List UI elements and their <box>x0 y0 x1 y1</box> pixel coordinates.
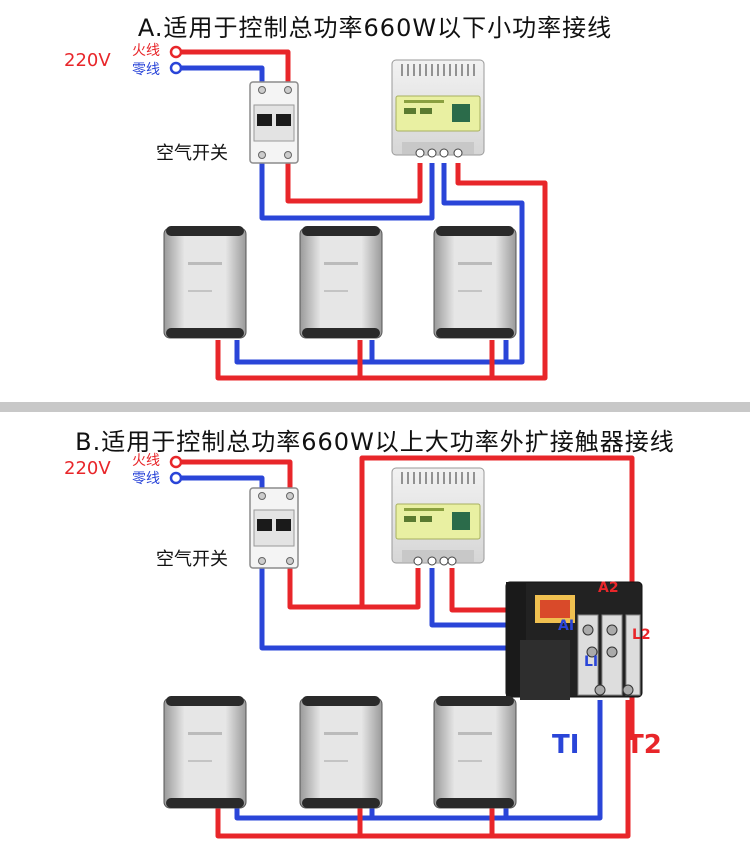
contactor-a2-label: A2 <box>598 580 619 596</box>
b-power-supply-2 <box>299 696 383 809</box>
section-b-title: B.适用于控制总功率660W以上大功率外扩接触器接线 <box>75 428 675 456</box>
b-timer-controller <box>391 467 485 566</box>
a-live-feed-wire <box>215 163 548 381</box>
b-power-supply-3 <box>433 696 517 809</box>
b-live-out-wire <box>287 568 421 610</box>
b-input-terminals <box>169 455 183 485</box>
b-live-in-wire <box>181 459 293 488</box>
b-breaker <box>249 487 299 569</box>
b-t1-feed-wire <box>234 700 603 821</box>
b-neutral-out-wire <box>259 568 592 651</box>
a-voltage-label: 220V <box>64 50 111 71</box>
a-timer-controller <box>391 59 485 158</box>
b-live-terminal <box>169 455 183 469</box>
a-power-supply-1 <box>163 226 247 339</box>
b-neutral-label: 零线 <box>132 471 160 487</box>
a-neutral-out-wire <box>259 163 435 221</box>
a-breaker <box>249 81 299 164</box>
a-power-supply-2 <box>299 226 383 339</box>
a-input-terminals <box>169 45 183 75</box>
contactor-t2-label: T2 <box>626 730 662 760</box>
b-neutral-in-wire <box>181 475 265 488</box>
contactor-l1-label: LI <box>584 654 599 670</box>
a-live-terminal <box>169 45 183 59</box>
section-divider <box>0 402 750 412</box>
a-neutral-terminal <box>169 61 183 75</box>
a-neutral-in-wire <box>181 65 265 82</box>
a-neutral-feed-wire <box>234 163 525 365</box>
b-t2-feed-wire <box>215 700 631 839</box>
a-power-supply-3 <box>433 226 517 339</box>
contactor-l2-label: L2 <box>632 627 651 643</box>
b-live-label: 火线 <box>132 453 160 469</box>
b-neutral-terminal <box>169 471 183 485</box>
a-live-label: 火线 <box>132 43 160 59</box>
a-live-out-wire <box>285 163 423 204</box>
b-power-supply-1 <box>163 696 247 809</box>
b-contactor <box>505 581 643 700</box>
section-a-title: A.适用于控制总功率660W以下小功率接线 <box>137 14 613 42</box>
a-breaker-label: 空气开关 <box>156 143 228 164</box>
contactor-a1-label: AI <box>558 618 575 634</box>
b-breaker-label: 空气开关 <box>156 549 228 570</box>
a-neutral-label: 零线 <box>132 62 160 78</box>
section-a-wires <box>181 49 548 381</box>
contactor-t1-label: TI <box>552 730 580 760</box>
b-voltage-label: 220V <box>64 458 111 479</box>
a-live-in-wire <box>181 49 291 82</box>
